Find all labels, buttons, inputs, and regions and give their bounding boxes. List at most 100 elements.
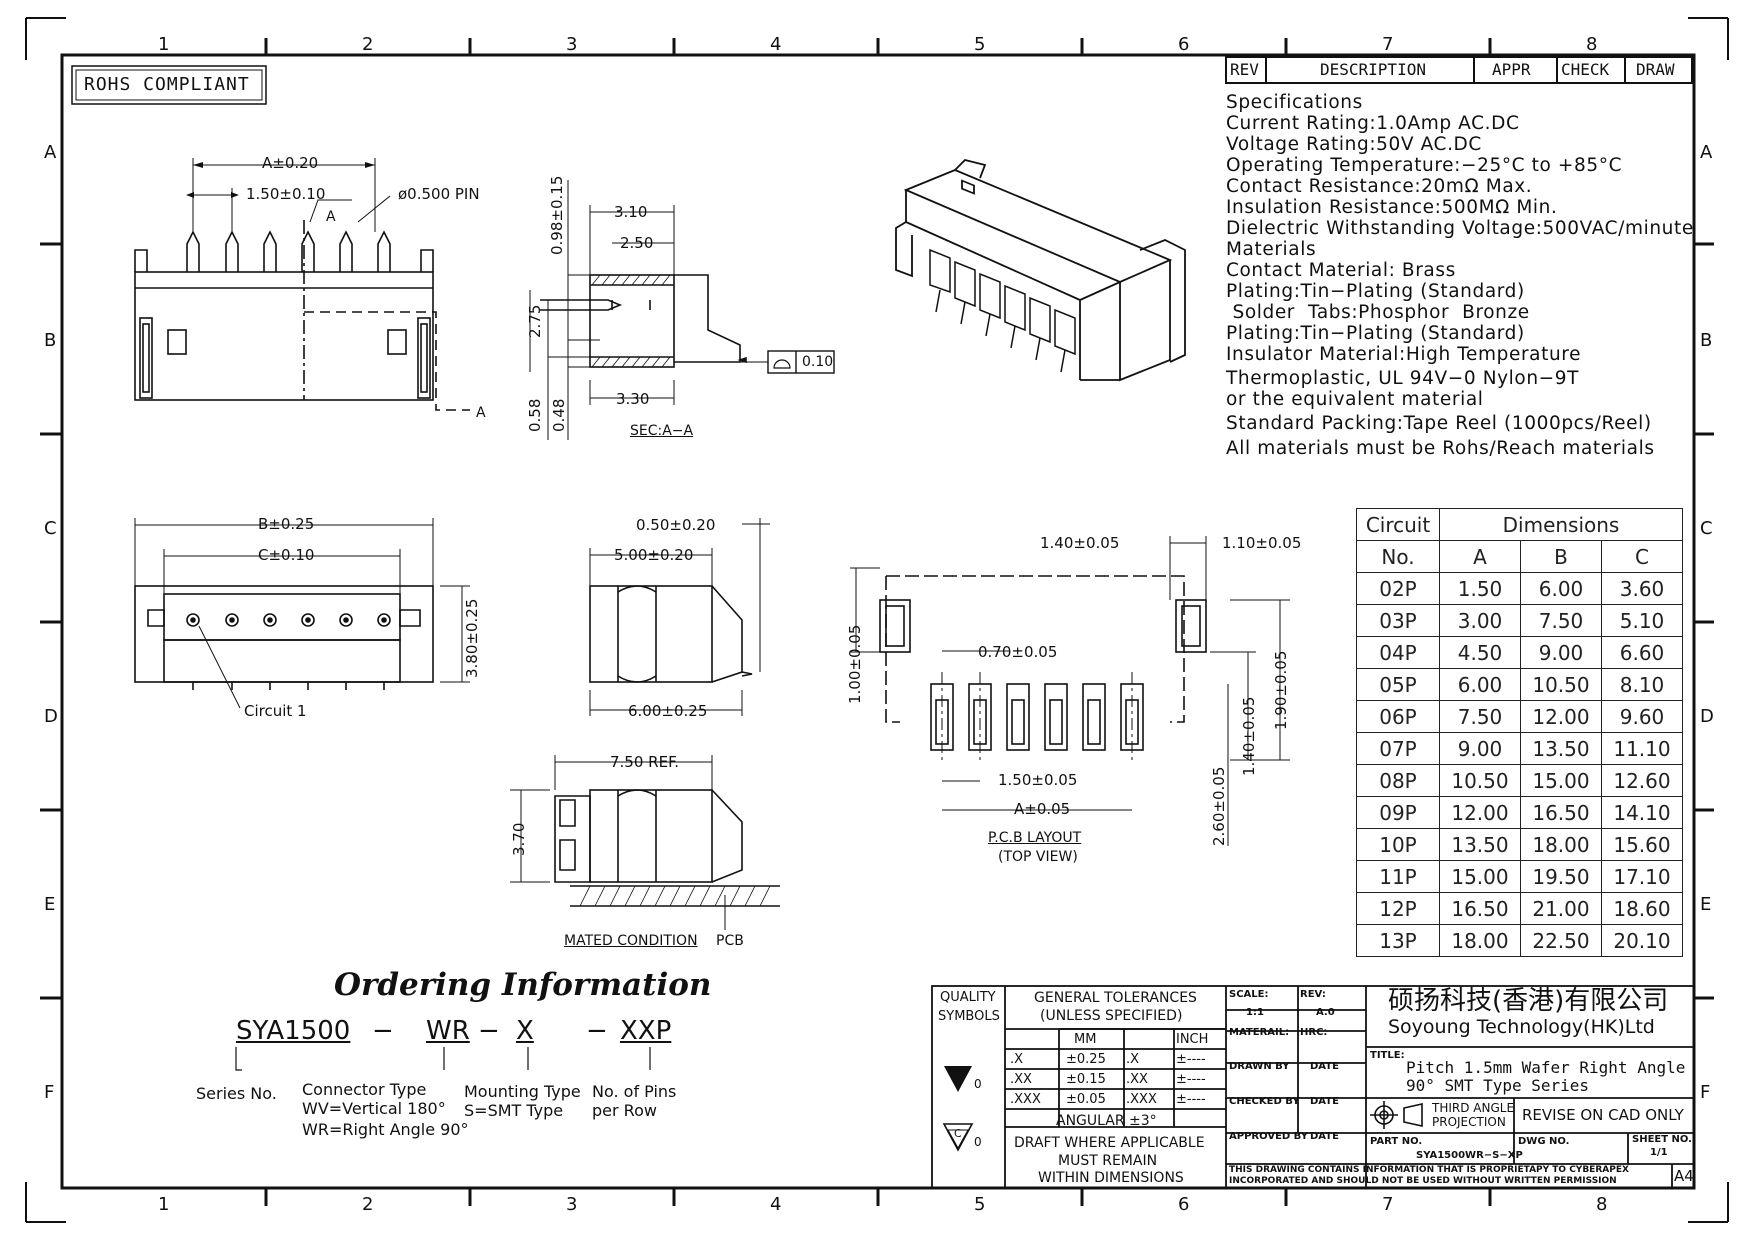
tol-inch-header: INCH [1176, 1032, 1209, 1047]
dim-058: 0.58 [526, 398, 544, 432]
order-code-mount: X [516, 1016, 534, 1046]
dim-pin: ø0.500 PIN [398, 185, 480, 203]
spec-line: Contact Material: Brass [1226, 260, 1456, 281]
dim-pcb-070: 0.70±0.05 [978, 643, 1058, 661]
drawn-date-label: DATE [1310, 1061, 1339, 1072]
spec-line: Current Rating:1.0Amp AC.DC [1226, 113, 1520, 134]
dim-pcb-150: 1.50±0.05 [998, 771, 1078, 789]
zone-right-e: E [1700, 894, 1712, 915]
dimension-cell: 15.60 [1601, 828, 1683, 861]
tolerance-cell: .XX [1126, 1072, 1148, 1087]
sheet-no-value: 1/1 [1650, 1147, 1668, 1158]
rohs-label: ROHS COMPLIANT [84, 74, 250, 95]
spec-line: Plating:Tin−Plating (Standard) [1226, 281, 1525, 302]
material-label: MATERAIL: [1229, 1027, 1290, 1038]
dim-b: B±0.25 [258, 515, 315, 533]
dim-050: 0.50±0.20 [636, 516, 716, 534]
dim-048: 0.48 [550, 398, 568, 432]
circuit-no-cell: 04P [1356, 636, 1440, 669]
angular-tolerance: ANGULAR ±3° [1056, 1113, 1157, 1129]
circuit-no-cell: 10P [1356, 828, 1440, 861]
dimension-cell: 19.50 [1520, 860, 1602, 893]
zone-top-3: 3 [566, 34, 578, 55]
third-angle-icon [1370, 1101, 1423, 1129]
outline-triangle-icon [942, 1123, 974, 1152]
spec-line: Specifications [1226, 92, 1363, 113]
tolerance-cell: .XXX [1010, 1092, 1041, 1107]
proprietary-notice-1: THIS DRAWING CONTAINS INFORMATION THAT I… [1229, 1165, 1629, 1175]
pcb-layout-sublabel: (TOP VIEW) [998, 849, 1078, 865]
order-code-dash: − [478, 1016, 500, 1046]
table-header-circuit: Circuit [1356, 508, 1440, 541]
dimension-cell: 6.00 [1520, 572, 1602, 605]
order-label-conn-3: WR=Right Angle 90° [302, 1120, 469, 1139]
circuit-no-cell: 02P [1356, 572, 1440, 605]
dim-a: A±0.20 [262, 154, 319, 172]
zone-bottom-6: 6 [1178, 1194, 1190, 1215]
draft-line-2: MUST REMAIN [1058, 1153, 1158, 1169]
dimension-cell: 14.10 [1601, 796, 1683, 829]
dimension-cell: 11.10 [1601, 732, 1683, 765]
tolerance-cell: ±0.25 [1066, 1052, 1106, 1067]
title-label: TITLE: [1370, 1050, 1405, 1061]
dimension-cell: 1.50 [1439, 572, 1521, 605]
dimension-cell: 3.60 [1601, 572, 1683, 605]
drawing-title-2: 90° SMT Type Series [1406, 1076, 1590, 1095]
dimension-cell: 22.50 [1520, 924, 1602, 957]
circuit-no-cell: 12P [1356, 892, 1440, 925]
zone-bottom-2: 2 [362, 1194, 374, 1215]
dimension-cell: 18.00 [1439, 924, 1521, 957]
symbols-label: SYMBOLS [938, 1009, 1000, 1024]
draft-line-3: WITHIN DIMENSIONS [1038, 1170, 1184, 1186]
dimension-cell: 17.10 [1601, 860, 1683, 893]
side-view-drawing [589, 518, 770, 716]
sheet-no-label: SHEET NO. [1632, 1134, 1692, 1145]
order-code-dash: − [372, 1016, 394, 1046]
dimension-cell: 12.00 [1520, 700, 1602, 733]
circuit-no-cell: 05P [1356, 668, 1440, 701]
spec-line: or the equivalent material [1226, 389, 1484, 410]
dimension-cell: 3.00 [1439, 604, 1521, 637]
drawing-title-1: Pitch 1.5mm Wafer Right Angle [1406, 1058, 1686, 1077]
dimension-cell: 18.60 [1601, 892, 1683, 925]
table-header-no: No. [1356, 540, 1440, 573]
spec-line: Insulation Resistance:500MΩ Min. [1226, 197, 1558, 218]
table-header-c: C [1601, 540, 1683, 573]
tolerance-cell: .XX [1010, 1072, 1032, 1087]
front-view-drawing [134, 518, 470, 709]
dimension-cell: 6.60 [1601, 636, 1683, 669]
dim-ref: 7.50 REF. [610, 753, 680, 771]
pcb-layout-drawing [850, 536, 1290, 846]
spec-line: Dielectric Withstanding Voltage:500VAC/m… [1226, 218, 1694, 239]
dim-pcb-260: 2.60±0.05 [1210, 766, 1228, 846]
dim-310: 3.10 [614, 203, 648, 221]
approved-date-label: DATE [1310, 1131, 1339, 1142]
section-mark-a-top: A [326, 209, 336, 225]
mated-view-drawing [510, 755, 780, 930]
part-no-value: SYA1500WR−S−XP [1416, 1150, 1523, 1161]
tolerance-cell: ±---- [1176, 1092, 1206, 1107]
dimension-cell: 21.00 [1520, 892, 1602, 925]
spec-line: Thermoplastic, UL 94V−0 Nylon−9T [1226, 368, 1580, 389]
third-angle-label-1: THIRD ANGLE [1432, 1101, 1515, 1115]
dimension-cell: 9.60 [1601, 700, 1683, 733]
zone-bottom-5: 5 [974, 1194, 986, 1215]
zone-top-1: 1 [158, 34, 170, 55]
zone-bottom-3: 3 [566, 1194, 578, 1215]
hrc-label: HRC: [1300, 1027, 1328, 1038]
dim-pcb-190: 1.90±0.05 [1272, 650, 1290, 730]
dimension-cell: 9.00 [1520, 636, 1602, 669]
symbol-c: C [954, 1127, 962, 1140]
zone-top-6: 6 [1178, 34, 1190, 55]
tolerance-cell: .XXX [1126, 1092, 1157, 1107]
circuit-no-cell: 08P [1356, 764, 1440, 797]
order-code-series: SYA1500 [236, 1016, 351, 1046]
dimension-cell: 16.50 [1520, 796, 1602, 829]
dimension-cell: 13.50 [1439, 828, 1521, 861]
tolerance-cell: ±0.15 [1066, 1072, 1106, 1087]
